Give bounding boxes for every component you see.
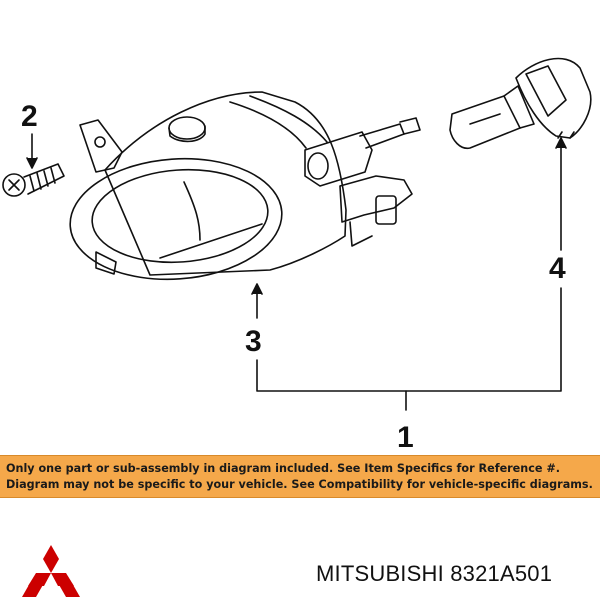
brand-name: MITSUBISHI	[316, 561, 444, 586]
part-label: MITSUBISHI 8321A501	[316, 561, 552, 587]
fog-lamp-housing	[69, 91, 421, 281]
leader-lines	[26, 133, 567, 411]
parts-diagram: 2 3 4 1	[2, 57, 592, 454]
notice-banner: Only one part or sub-assembly in diagram…	[0, 455, 600, 498]
notice-line-1: Only one part or sub-assembly in diagram…	[6, 462, 560, 475]
screw	[2, 163, 65, 197]
callout-item-1: 1	[397, 421, 414, 454]
callout-item-4: 4	[549, 252, 566, 285]
callout-item-3: 3	[245, 325, 262, 358]
part-number: 8321A501	[450, 561, 553, 586]
notice-line-2: Diagram may not be specific to your vehi…	[6, 478, 593, 491]
callout-item-2: 2	[21, 100, 38, 133]
mitsubishi-logo-icon	[22, 545, 80, 597]
bulb	[449, 57, 592, 150]
